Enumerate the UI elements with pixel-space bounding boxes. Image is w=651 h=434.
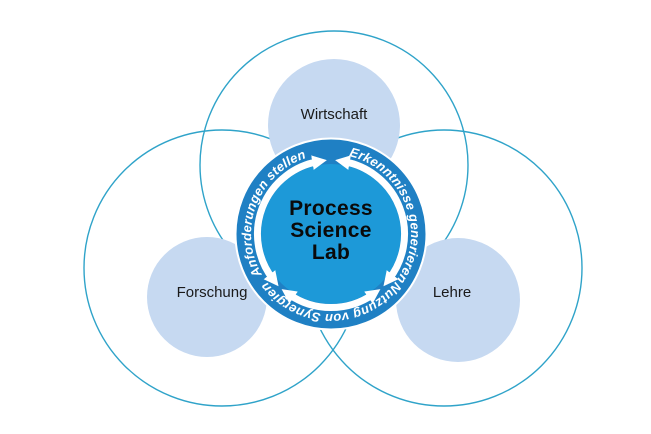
cycle-arrow-right [335, 155, 409, 287]
cycle-arrow-bottom [281, 289, 381, 311]
label-lehre: Lehre [433, 284, 471, 301]
bubble-lehre [396, 238, 520, 362]
label-forschung: Forschung [177, 284, 248, 301]
hub-title-line-3: Lab [312, 241, 350, 264]
hub-title-line-2: Science [290, 219, 372, 242]
bubble-forschung [147, 237, 267, 357]
label-wirtschaft: Wirtschaft [301, 106, 369, 123]
cycle-arrow-left [253, 155, 327, 287]
hub-title-line-1: Process [289, 197, 373, 220]
